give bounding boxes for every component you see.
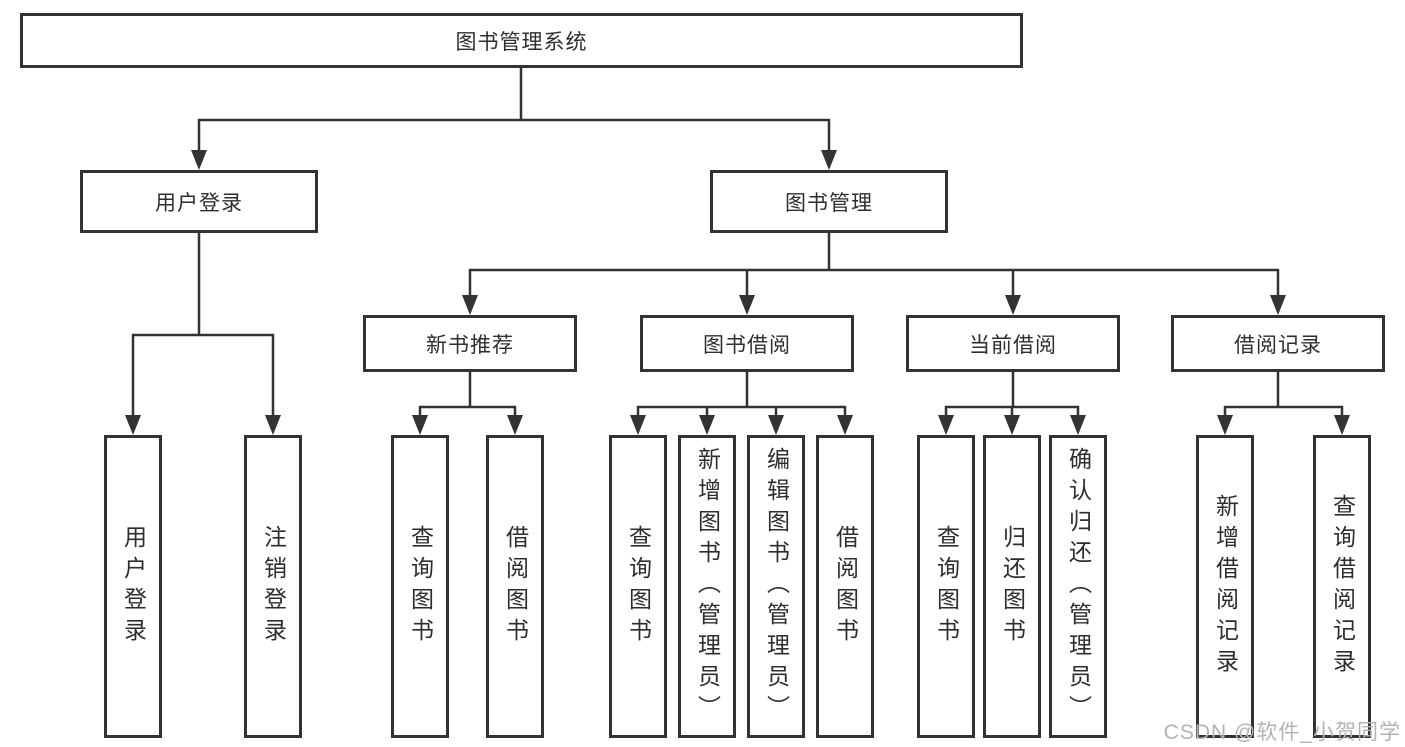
- node-new-book-recommendation: 新书推荐: [363, 315, 577, 372]
- leaf-borrow-books-borrowing: 借阅图书: [816, 435, 874, 738]
- node-label: 图书借阅: [703, 333, 791, 357]
- leaf-add-borrow-record: 新增借阅记录: [1196, 435, 1254, 738]
- node-label: 确认归还（管理员）: [1065, 447, 1092, 726]
- leaf-edit-books-admin: 编辑图书（管理员）: [747, 435, 805, 738]
- leaf-borrow-books-recommend: 借阅图书: [486, 435, 544, 738]
- node-label: 归还图书: [999, 524, 1026, 649]
- node-label: 借阅图书: [502, 524, 529, 649]
- node-library-management-system: 图书管理系统: [20, 13, 1023, 68]
- leaf-query-books-current: 查询图书: [917, 435, 975, 738]
- leaf-query-books-recommend: 查询图书: [391, 435, 449, 738]
- node-label: 新书推荐: [426, 333, 514, 357]
- leaf-confirm-return-admin: 确认归还（管理员）: [1049, 435, 1107, 738]
- node-book-borrowing: 图书借阅: [640, 315, 854, 372]
- node-label: 借阅图书: [832, 524, 859, 649]
- node-label: 用户登录: [120, 524, 147, 649]
- leaf-query-books-borrowing: 查询图书: [609, 435, 667, 738]
- node-label: 查询图书: [407, 524, 434, 649]
- node-current-borrowing: 当前借阅: [906, 315, 1120, 372]
- node-label: 图书管理: [785, 191, 873, 215]
- node-label: 查询借阅记录: [1329, 493, 1356, 680]
- leaf-user-login: 用户登录: [104, 435, 162, 738]
- node-label: 新增图书（管理员）: [694, 447, 721, 726]
- node-label: 查询图书: [625, 524, 652, 649]
- node-borrowing-records: 借阅记录: [1171, 315, 1385, 372]
- node-label: 借阅记录: [1234, 333, 1322, 357]
- leaf-return-books: 归还图书: [983, 435, 1041, 738]
- node-user-login: 用户登录: [80, 170, 318, 233]
- leaf-logout: 注销登录: [244, 435, 302, 738]
- node-label: 查询图书: [933, 524, 960, 649]
- watermark-text: CSDN @软件_小贺同学: [1163, 721, 1401, 744]
- node-label: 图书管理系统: [455, 30, 588, 54]
- leaf-add-books-admin: 新增图书（管理员）: [678, 435, 736, 738]
- arrowheads: [125, 150, 1350, 435]
- node-label: 注销登录: [260, 524, 287, 649]
- node-book-management: 图书管理: [710, 170, 948, 233]
- leaf-query-borrow-record: 查询借阅记录: [1313, 435, 1371, 738]
- node-label: 当前借阅: [969, 333, 1057, 357]
- node-label: 用户登录: [155, 191, 243, 215]
- node-label: 新增借阅记录: [1212, 493, 1239, 680]
- node-label: 编辑图书（管理员）: [763, 447, 790, 726]
